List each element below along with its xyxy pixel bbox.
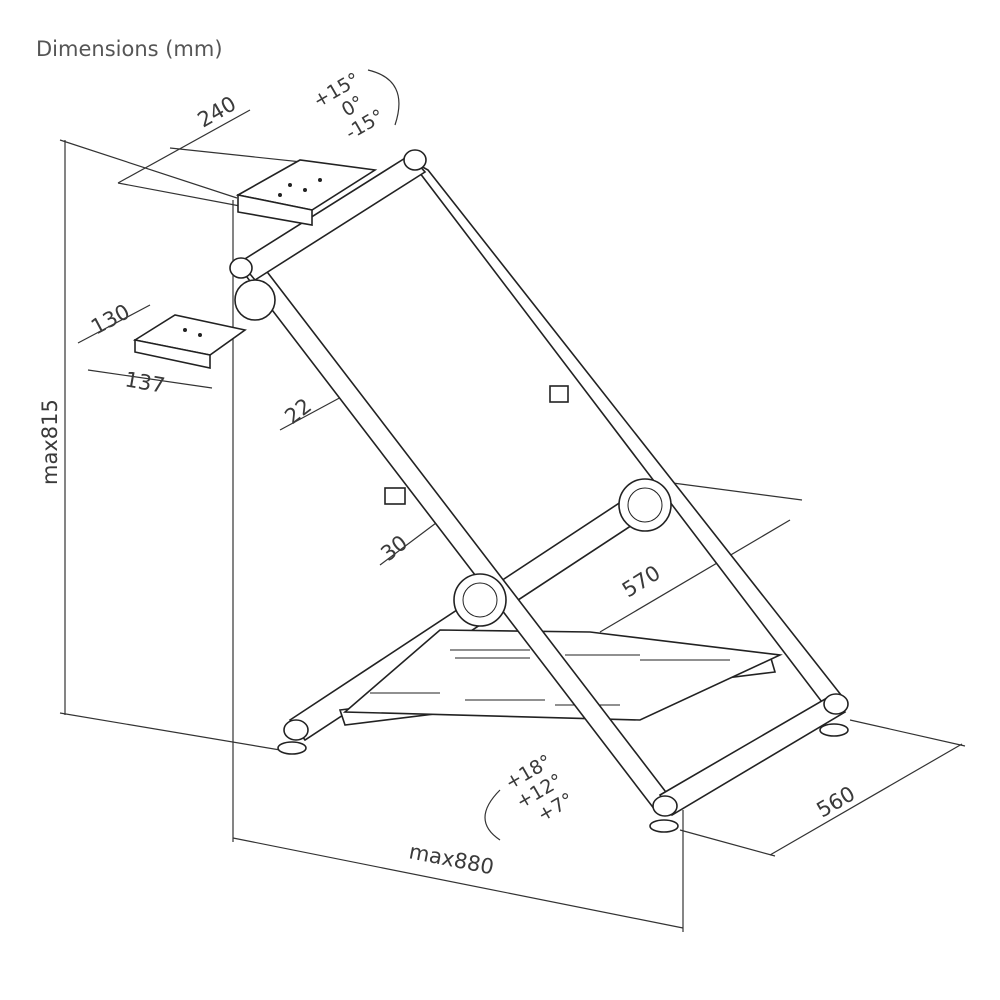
shifter-length-label: 137 — [123, 367, 167, 398]
shifter-width-label: 130 — [87, 299, 134, 339]
tube-large-leader — [379, 519, 441, 566]
shifter-mount-bracket — [234, 279, 276, 321]
tube-end-cap — [229, 257, 253, 279]
tube-small-leader — [279, 394, 346, 431]
foot-front — [652, 795, 678, 817]
diagram-title: Dimensions (mm) — [36, 37, 223, 61]
shifter-length-dimension-line — [87, 369, 213, 389]
inner-width-label: 570 — [618, 561, 665, 603]
height-top-extension — [59, 139, 238, 199]
foot-left — [283, 719, 309, 741]
stand-frame — [229, 149, 849, 833]
adjust-knob-front — [384, 487, 406, 505]
width-dimension-line — [769, 743, 963, 856]
pedal-angle-labels: +18° +12° +7° — [502, 750, 578, 826]
width-front-extension — [679, 829, 776, 857]
plate-width-dimension-line — [117, 109, 251, 184]
wheel-angle-labels: +15° 0° -15° — [310, 68, 389, 144]
shifter-width-dimension-line — [77, 304, 151, 344]
height-bottom-extension — [59, 712, 293, 753]
shifter-plate — [132, 279, 276, 369]
wheel-angle-arrow — [367, 69, 400, 126]
width-label: 560 — [813, 781, 860, 822]
pedal-plate-slots — [370, 649, 730, 706]
width-back-extension — [849, 719, 966, 747]
inner-width-dimension-line — [599, 519, 791, 633]
height-label: max815 — [38, 399, 62, 485]
length-label: max880 — [407, 839, 496, 879]
left-pivot-joint — [453, 573, 507, 627]
wheel-plate-width-label: 240 — [194, 91, 241, 132]
wheel-plate — [235, 159, 378, 226]
length-dimension-line — [232, 837, 684, 929]
foot-right — [823, 693, 849, 715]
tube-small-label: 22 — [280, 394, 316, 429]
bottom-crossbar — [658, 693, 847, 817]
plate-width-extension-a — [117, 182, 241, 207]
right-pivot-joint — [618, 478, 672, 532]
tube-large-label: 30 — [376, 531, 412, 566]
adjust-knob-rear — [549, 385, 569, 403]
pedal-angle-arrow — [484, 789, 501, 841]
